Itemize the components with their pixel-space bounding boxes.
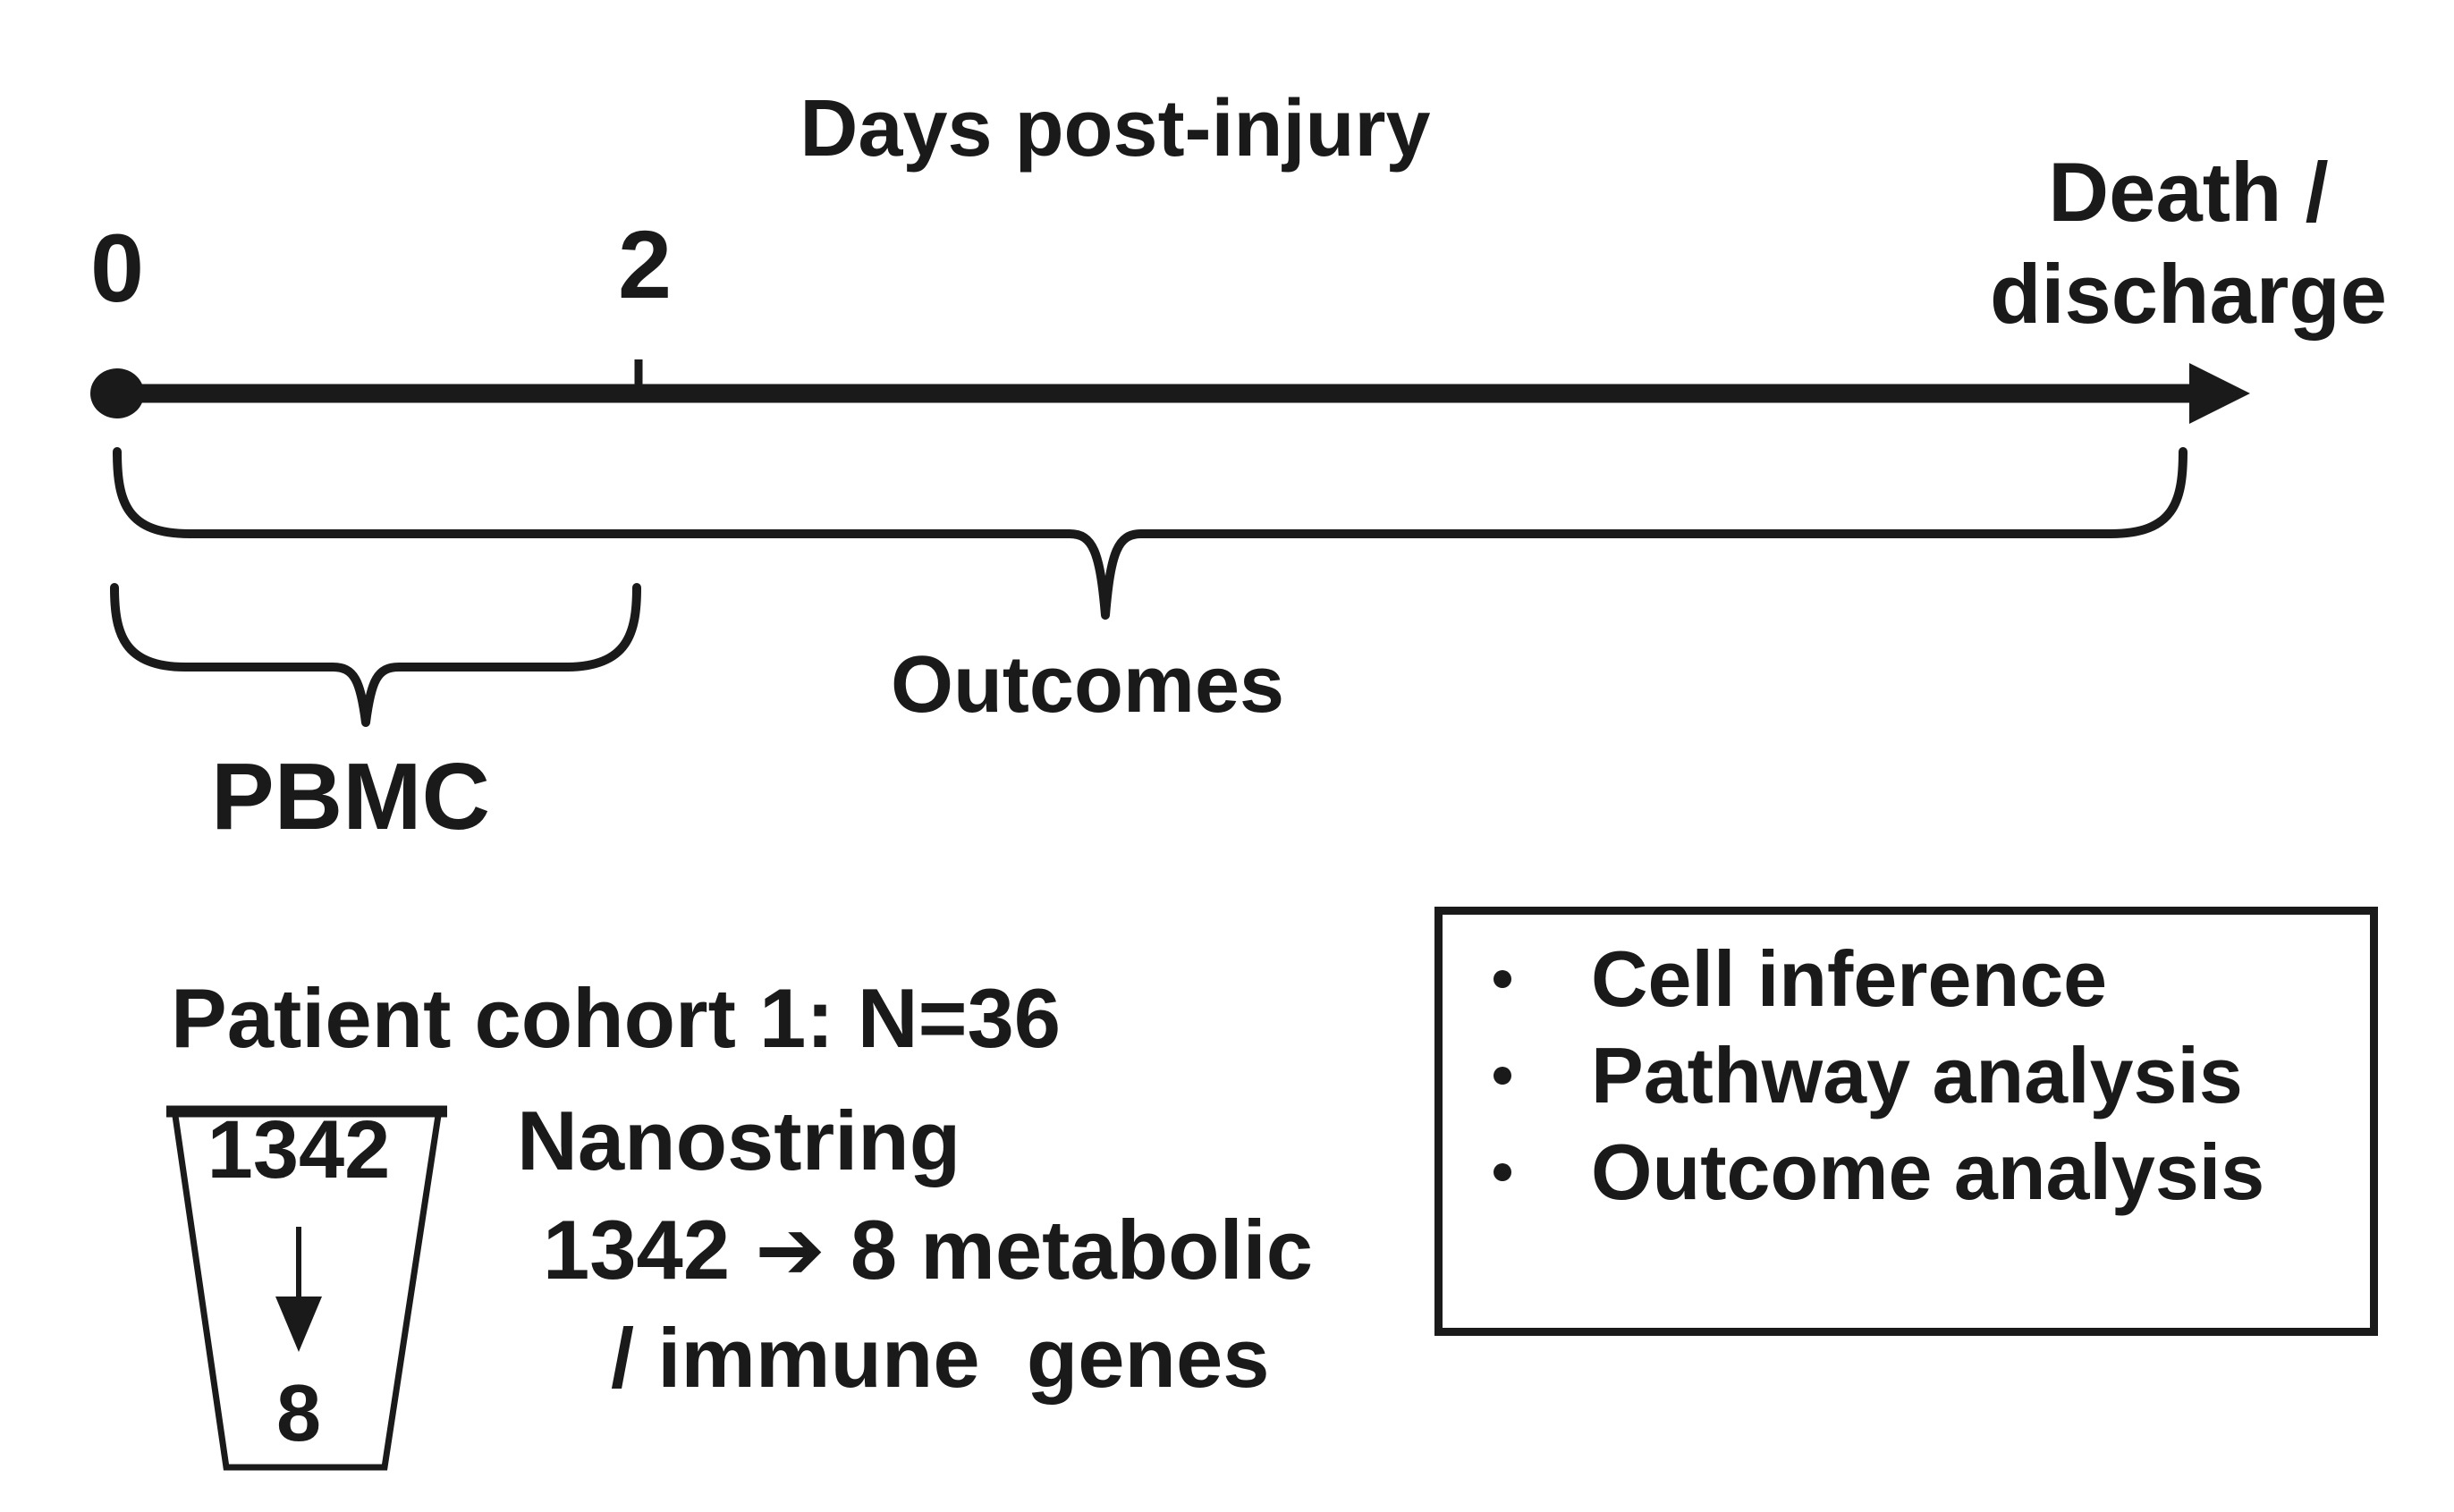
outcomes-label: Outcomes [890, 640, 1285, 730]
bullet-icon [1494, 1067, 1511, 1085]
down-arrow-icon [275, 1227, 322, 1352]
axis-title: Days post-injury [800, 84, 1431, 173]
gene-reduction-from: 1342 [543, 1203, 731, 1297]
analysis-item-label: Pathway analysis [1591, 1031, 2243, 1119]
timeline-axis [90, 359, 2250, 424]
bullet-icon [1494, 970, 1511, 988]
funnel-top-value: 1342 [207, 1104, 391, 1195]
pbmc-brace [110, 583, 641, 727]
bullet-icon [1494, 1163, 1511, 1181]
list-item: Cell inference [1443, 931, 2370, 1027]
analysis-item-label: Outcome analysis [1591, 1128, 2265, 1216]
gene-reduction-to: 8 metabolic [850, 1203, 1314, 1297]
funnel-icon [166, 1105, 447, 1471]
right-arrow-icon: ➔ [755, 1203, 825, 1297]
gene-reduction-continued: / immune genes [611, 1311, 1270, 1405]
outcomes-brace [113, 447, 2187, 620]
analysis-item-label: Cell inference [1591, 934, 2108, 1023]
endpoint-label: Death / discharge [1990, 141, 2387, 345]
list-item: Pathway analysis [1443, 1027, 2370, 1124]
timeline-arrowhead-icon [2189, 363, 2250, 424]
funnel-bottom-value: 8 [275, 1369, 322, 1458]
list-item: Outcome analysis [1443, 1124, 2370, 1221]
assay-name: Nanostring [517, 1094, 961, 1187]
tick-label-0: 0 [89, 214, 145, 322]
tick-label-2: 2 [617, 210, 673, 318]
endpoint-label-line1: Death / [2048, 145, 2329, 239]
cohort-heading: Patient cohort 1: N=36 [171, 971, 1062, 1065]
analysis-box: Cell inference Pathway analysis Outcome … [1434, 907, 2378, 1336]
endpoint-label-line2: discharge [1989, 247, 2388, 341]
pbmc-label: PBMC [210, 744, 491, 849]
gene-reduction-line: 1342➔8 metabolic [543, 1208, 1313, 1292]
